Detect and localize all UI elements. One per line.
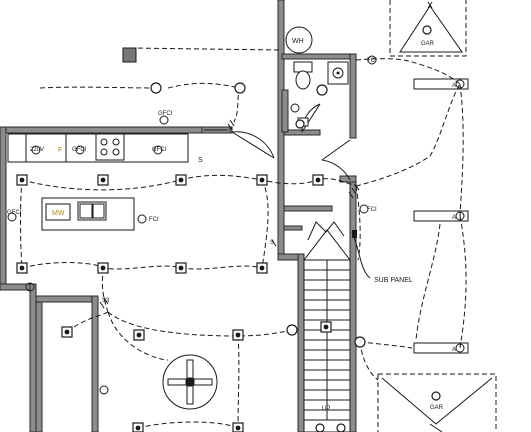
recessed-light (256, 174, 268, 186)
water-heater-label: WH (292, 38, 304, 45)
opener-a-label-2: A (452, 215, 456, 221)
recessed-light (175, 174, 187, 186)
fci-label-bath: FCI (367, 58, 377, 64)
recessed-light (175, 262, 187, 274)
switch-code-label: S (198, 157, 203, 164)
gfci-label-top: GFCI (158, 111, 173, 117)
recessed-light (97, 174, 109, 186)
opener-a-label-1: A (452, 83, 456, 89)
stair-up-label: UP (322, 406, 330, 412)
recessed-light (320, 321, 332, 333)
garage-opener-3: A (413, 342, 469, 354)
recessed-light (132, 422, 144, 432)
recessed-light (312, 174, 324, 186)
switch-s-label: S (270, 240, 274, 246)
kitchen-counters (7, 133, 189, 231)
ceiling-fan (162, 354, 218, 410)
opener-a-label-3: A (452, 347, 456, 353)
pendant-light-box (122, 47, 137, 63)
recessed-light (354, 336, 366, 348)
recessed-light (16, 174, 28, 186)
range-f-label: F (58, 147, 62, 154)
garage: GAR GAR (377, 0, 497, 432)
garage-door-openers: A A A (413, 78, 469, 354)
recessed-light (234, 82, 246, 94)
recessed-light (16, 262, 28, 274)
recessed-lights (16, 82, 366, 432)
gfci-label-counter-1: GFCI (72, 147, 87, 153)
gfci-label-left: GFCI (7, 210, 22, 216)
recessed-light (295, 119, 305, 129)
door-swings (204, 103, 351, 181)
recessed-light (315, 423, 325, 432)
sub-panel-label: SUB PANEL (374, 277, 413, 284)
garage-top-label: GAR (421, 41, 435, 47)
recessed-light (316, 84, 328, 96)
garage-opener-1: A (413, 78, 469, 90)
fci-label-island: FCI (149, 217, 159, 223)
recessed-light (256, 262, 268, 274)
gfci-label-counter-2: GFCI (152, 147, 167, 153)
recessed-light (232, 329, 244, 341)
volt-220-label: 220V (30, 147, 44, 153)
recessed-light (97, 262, 109, 274)
sub-panel: SUB PANEL (351, 230, 413, 284)
microwave-label: MW (52, 210, 65, 217)
fci-label-hall: FCI (367, 207, 377, 213)
recessed-light (150, 82, 162, 94)
garage-bottom-label: GAR (430, 405, 444, 411)
switch-marks (99, 119, 360, 309)
walls (0, 0, 357, 432)
recessed-light (232, 422, 244, 432)
recessed-light (133, 329, 145, 341)
recessed-light (336, 423, 346, 432)
outlets (7, 55, 377, 395)
recessed-light (286, 324, 298, 336)
recessed-light (61, 326, 73, 338)
circuit-wiring (20, 47, 467, 429)
water-heater: WH (285, 26, 313, 54)
stairs: UP (303, 221, 351, 432)
